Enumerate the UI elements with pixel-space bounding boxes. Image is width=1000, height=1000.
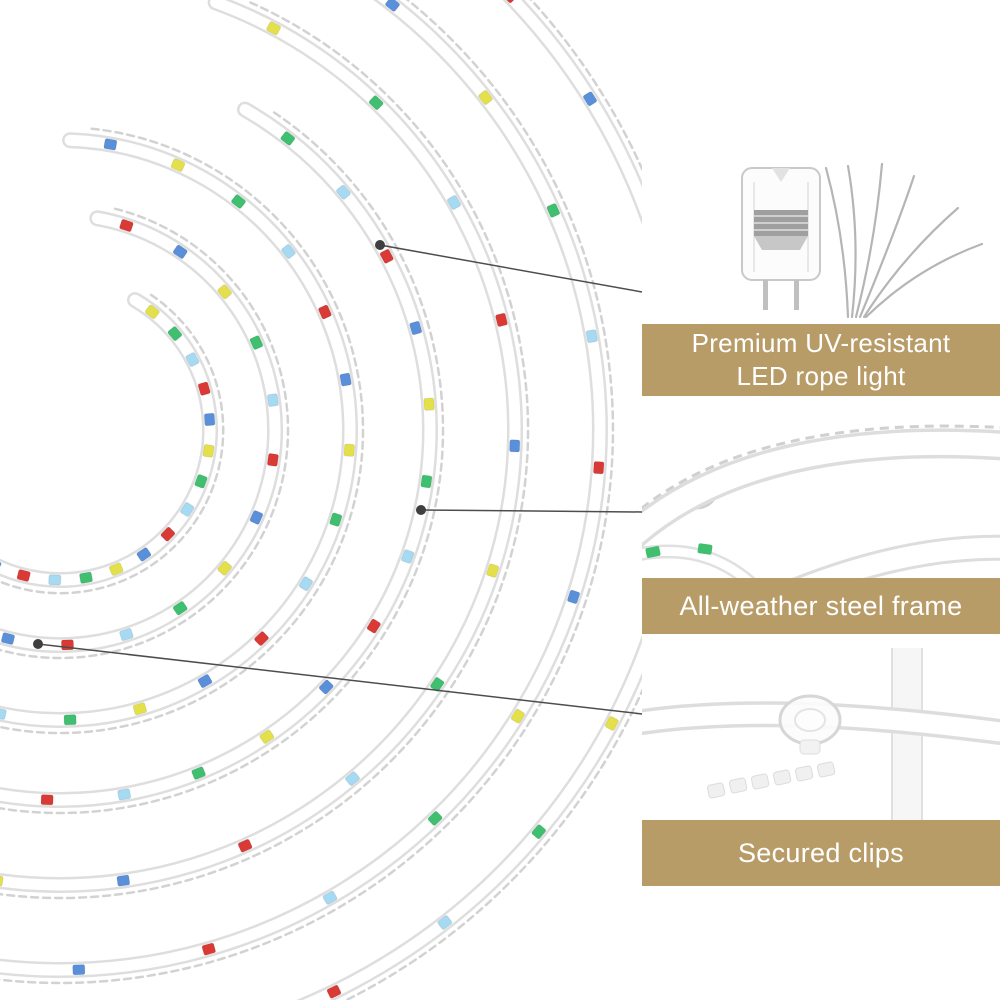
callout-panel-steel-frame: All-weather steel frame xyxy=(642,406,1000,634)
led-bulb-icon xyxy=(741,162,984,319)
led-bulb-photo xyxy=(642,152,1000,324)
callout-panel-secured-clips: Secured clips xyxy=(642,648,1000,886)
callout-panel-led-rope-light: Premium UV-resistant LED rope light xyxy=(642,152,1000,396)
caption-secured-clips: Secured clips xyxy=(642,820,1000,886)
caption-steel-frame: All-weather steel frame xyxy=(642,578,1000,634)
steel-frame-icon xyxy=(642,424,1000,578)
wire-strands-icon xyxy=(824,162,984,319)
steel-frame-photo xyxy=(642,406,1000,578)
secured-clip-icon xyxy=(642,648,1000,820)
caption-led-rope-light: Premium UV-resistant LED rope light xyxy=(642,324,1000,396)
rope-light-artwork xyxy=(0,0,642,1000)
secured-clip-photo xyxy=(642,648,1000,820)
clear-rope-icon xyxy=(706,761,836,799)
